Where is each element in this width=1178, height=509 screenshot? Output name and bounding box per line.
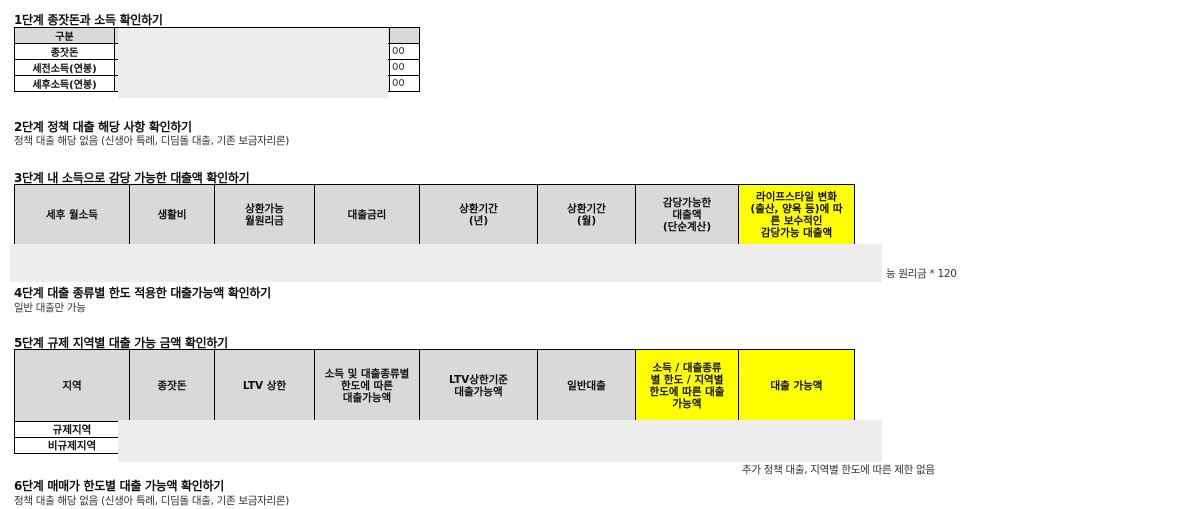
step2-heading: 2단계 정책 대출 해당 사항 확인하기	[14, 120, 192, 134]
step1-row-tail: 00	[389, 43, 420, 60]
step5-header: 종잣돈	[129, 349, 215, 422]
step5-row-label: 규제지역	[14, 421, 130, 438]
step5-header: LTV 상한	[214, 349, 315, 422]
step1-row-tail: 00	[389, 59, 420, 76]
step3-heading: 3단계 내 소득으로 감당 가능한 대출액 확인하기	[14, 171, 250, 185]
step1-row-label: 종잣돈	[14, 43, 115, 60]
step5-header: 지역	[14, 349, 130, 422]
redacted-area	[10, 244, 882, 282]
step1-heading: 1단계 종잣돈과 소득 확인하기	[14, 13, 163, 27]
step4-sub: 일반 대출만 가능	[14, 302, 86, 314]
step2-sub: 정책 대출 해당 없음 (신생아 특례, 디딤돌 대출, 기존 보금자리론)	[14, 135, 290, 147]
redacted-area	[118, 420, 882, 462]
step5-header: 일반대출	[537, 349, 636, 422]
step1-header-label: 구분	[14, 27, 115, 44]
step1-row-label: 세후소득(연봉)	[14, 75, 115, 92]
step3-header: 상환기간(월)	[537, 184, 636, 245]
step5-note: 추가 정책 대출, 지역별 한도에 따른 제한 없음	[742, 464, 935, 476]
step4-heading: 4단계 대출 종류별 한도 적용한 대출가능액 확인하기	[14, 286, 271, 300]
step5-header-highlight: 대출 가능액	[738, 349, 855, 422]
step5-row-label: 비규제지역	[14, 437, 130, 454]
redacted-area	[118, 28, 388, 98]
step3-header: 상환기간(년)	[419, 184, 538, 245]
step6-sub: 정책 대출 해당 없음 (신생아 특례, 디딤돌 대출, 기존 보금자리론)	[14, 495, 290, 507]
step1-row-tail: 00	[389, 75, 420, 92]
step3-header: 생활비	[129, 184, 215, 245]
step5-heading: 5단계 규제 지역별 대출 가능 금액 확인하기	[14, 336, 228, 350]
step1-row-label: 세전소득(연봉)	[14, 59, 115, 76]
step3-header: 세후 월소득	[14, 184, 130, 245]
step3-note: 능 원리금 * 120	[886, 268, 957, 280]
step3-header: 대출금리	[314, 184, 420, 245]
step6-heading: 6단계 매매가 한도별 대출 가능액 확인하기	[14, 479, 225, 493]
